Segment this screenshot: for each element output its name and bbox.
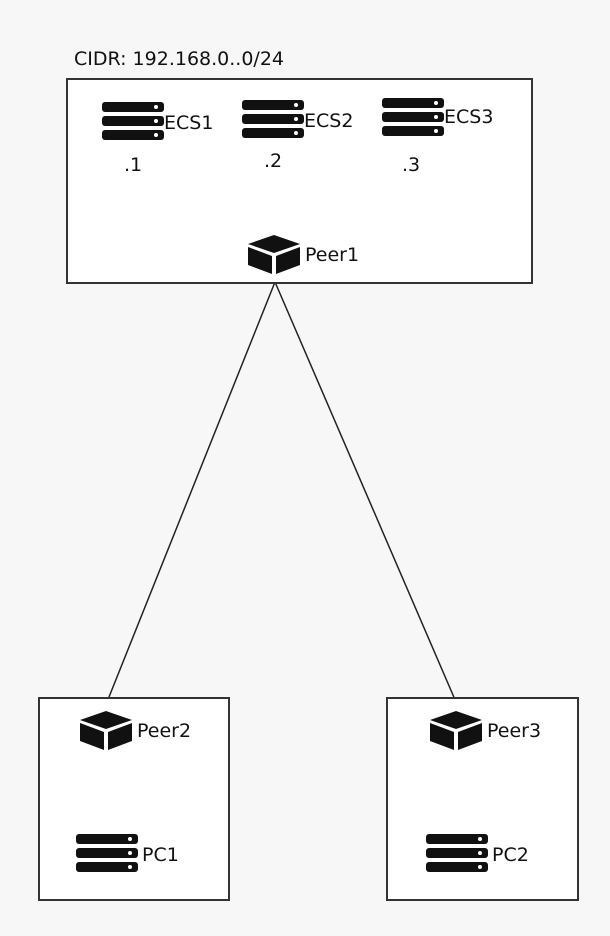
pc2-label: PC2 — [492, 844, 529, 866]
server-name-ecs3: ECS3 — [444, 106, 494, 128]
server-name-ecs2: ECS2 — [304, 110, 354, 132]
peer1-label: Peer1 — [305, 244, 360, 266]
server-icon — [382, 98, 444, 136]
server-icon — [242, 100, 304, 138]
server-icon — [426, 834, 488, 872]
pc1-label: PC1 — [142, 844, 179, 866]
peer3-label: Peer3 — [487, 720, 542, 742]
peer2-label: Peer2 — [137, 720, 192, 742]
server-ip-ecs3: .3 — [402, 154, 421, 176]
server-icon — [76, 834, 138, 872]
server-ip-ecs1: .1 — [124, 154, 143, 176]
cube-icon — [248, 235, 300, 274]
link-peer1-peer2 — [106, 281, 276, 703]
server-ip-ecs2: .2 — [264, 150, 283, 172]
cube-icon — [430, 711, 482, 750]
link-peer1-peer3 — [274, 281, 457, 703]
cidr-label: CIDR: 192.168.0..0/24 — [74, 48, 285, 70]
cube-icon — [80, 711, 132, 750]
server-icon — [102, 102, 164, 140]
server-name-ecs1: ECS1 — [164, 112, 214, 134]
